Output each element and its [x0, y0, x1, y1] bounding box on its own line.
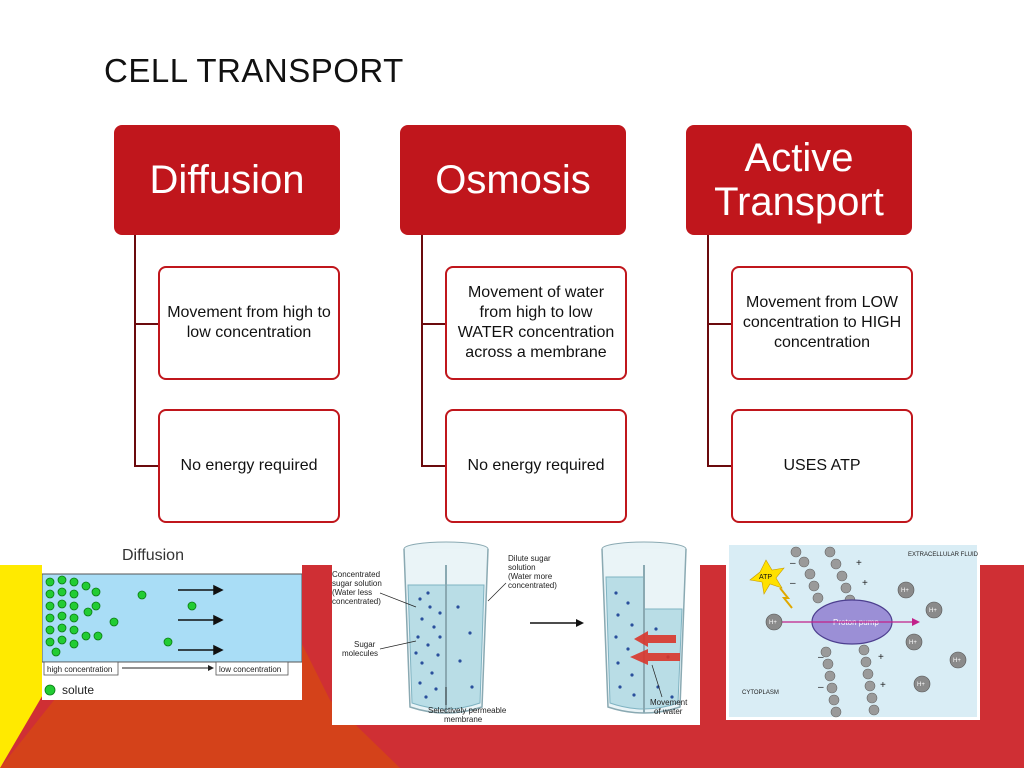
ion-label: H+: [901, 588, 909, 594]
svg-text:+: +: [880, 680, 886, 691]
connector: [707, 465, 731, 467]
svg-text:–: –: [790, 578, 796, 589]
connector: [134, 235, 136, 467]
diffusion-illustration: Diffusion high concentration low concent…: [42, 540, 302, 700]
header-osmosis: Osmosis: [400, 125, 626, 235]
active-transport-energy: USES ATP: [731, 409, 913, 523]
diffusion-energy: No energy required: [158, 409, 340, 523]
connector: [707, 323, 731, 325]
svg-text:–: –: [790, 558, 796, 569]
svg-text:–: –: [818, 682, 824, 693]
cytoplasm-label: CYTOPLASM: [742, 690, 779, 696]
low-concentration-label: low concentration: [219, 665, 281, 674]
active-transport-definition: Movement from LOW concentration to HIGH …: [731, 266, 913, 380]
osmosis-energy: No energy required: [445, 409, 627, 523]
connector: [134, 465, 158, 467]
connector: [134, 323, 158, 325]
diffusion-image-title: Diffusion: [122, 547, 184, 564]
ion-label: H+: [953, 658, 961, 664]
page-title: CELL TRANSPORT: [104, 52, 404, 90]
svg-text:+: +: [856, 558, 862, 569]
header-active-transport: Active Transport: [686, 125, 912, 235]
ion-label: H+: [769, 620, 777, 626]
connector: [707, 235, 709, 467]
connector: [421, 465, 445, 467]
connector: [421, 235, 423, 467]
extracellular-label: EXTRACELLULAR FLUID: [908, 552, 979, 558]
ion-label: H+: [917, 682, 925, 688]
header-diffusion: Diffusion: [114, 125, 340, 235]
ion-label: H+: [909, 640, 917, 646]
proton-pump-illustration: Proton pump ATP H+ H+ H+ H+ H+ H+ ––++ –…: [726, 542, 980, 720]
diffusion-definition: Movement from high to low concentration: [158, 266, 340, 380]
svg-text:+: +: [878, 652, 884, 663]
atp-label: ATP: [759, 574, 772, 581]
ion-label: H+: [929, 608, 937, 614]
connector: [421, 323, 445, 325]
high-concentration-label: high concentration: [47, 665, 112, 674]
solute-legend: solute: [62, 683, 94, 697]
svg-text:+: +: [862, 578, 868, 589]
osmosis-definition: Movement of water from high to low WATER…: [445, 266, 627, 380]
svg-text:–: –: [818, 652, 824, 663]
